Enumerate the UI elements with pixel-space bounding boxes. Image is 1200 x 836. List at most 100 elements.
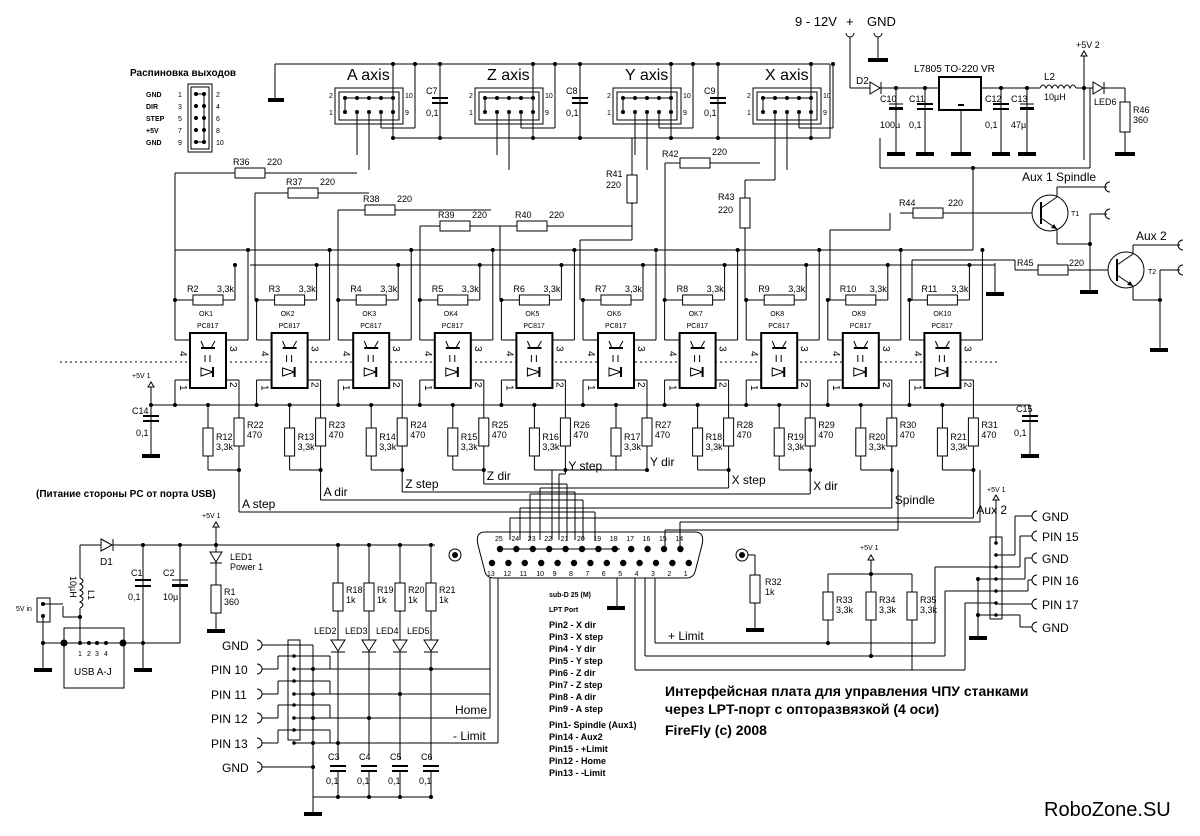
db25-pin-label: 18: [610, 536, 618, 543]
db25-pin-label: 17: [626, 536, 634, 543]
pulldown-resistor: [447, 427, 459, 457]
right-rail-label: +5V 1: [860, 545, 879, 552]
terminal-icon[interactable]: [1031, 552, 1038, 564]
led6-icon: [1092, 81, 1104, 95]
terminal-icon[interactable]: [256, 737, 263, 749]
series-input-ref: R23: [329, 420, 346, 430]
pin-2-label: 2: [607, 93, 611, 100]
pulldown-resistor: [610, 427, 622, 457]
pin4-label: 4: [911, 351, 922, 357]
t1-label: T1: [1071, 211, 1079, 218]
pulldown-resistor: [773, 427, 785, 457]
pulldown-resistor: [202, 427, 214, 457]
pullup-value: 3,3k: [707, 284, 725, 294]
usb-power-caption: (Питание стороны PC от порта USB): [36, 489, 216, 500]
terminal-icon[interactable]: [256, 688, 263, 700]
pin-10-label: 10: [405, 93, 413, 100]
connector-label: GND: [1042, 621, 1069, 635]
db25-pin-label: 6: [602, 571, 606, 578]
db25-pin-label: 12: [503, 571, 511, 578]
connector-label: GND: [1042, 510, 1069, 524]
title-line1: Интерфейсная плата для управления ЧПУ ст…: [665, 683, 1029, 699]
db25-pin-label: 23: [528, 536, 536, 543]
pin-2-label: 2: [747, 93, 751, 100]
input-voltage-label: 9 - 12V: [795, 14, 837, 29]
l2-ref: L2: [1044, 72, 1056, 83]
pullup-ref: R6: [513, 284, 525, 294]
pulldown-ref: R21: [950, 432, 967, 442]
pc817-icon: [352, 332, 391, 389]
signal-label: Spindle: [895, 493, 935, 507]
pin3-label: 3: [472, 346, 483, 352]
r46-ref: R46: [1133, 105, 1150, 115]
signal-label: Aux 2: [976, 503, 1007, 517]
db25-pin-label: 3: [651, 571, 655, 578]
terminal-icon[interactable]: [1031, 598, 1038, 610]
aux2-label: Aux 2: [1136, 229, 1167, 243]
r1-ref: R1: [224, 587, 236, 597]
aux-outputs: Aux 1 Spindle Aux 2 T1 R44 220 T2: [829, 170, 1184, 352]
series-input-resistor: [315, 417, 327, 447]
pulldown-ref: R15: [461, 432, 478, 442]
c2-value: 10µ: [163, 592, 178, 602]
led-cap-value: 0,1: [419, 776, 432, 786]
ground-symbol: [268, 98, 284, 102]
regulator-cap-ref: C11: [909, 94, 925, 104]
pin2-label: 2: [309, 382, 320, 388]
r42-icon: [679, 157, 711, 169]
aux1-label: Aux 1 Spindle: [1022, 170, 1096, 184]
signal-label: Z dir: [487, 469, 511, 483]
pin3-label: 3: [798, 346, 809, 352]
input-header: [287, 639, 301, 741]
terminal-icon[interactable]: [256, 663, 263, 675]
ok-ref: OK4: [444, 311, 458, 318]
axis-cap-ref: C7: [426, 86, 438, 96]
led1-icon: [209, 551, 223, 563]
usb-power-section: (Питание стороны PC от порта USB) D1 L1 …: [16, 489, 435, 689]
terminal-icon[interactable]: [1031, 574, 1038, 586]
l1-value: 10µH: [68, 576, 78, 598]
series-input-value: 470: [981, 430, 996, 440]
db25-pin-label: 24: [511, 536, 519, 543]
signal-label: X step: [732, 473, 766, 487]
series-input-ref: R24: [410, 420, 427, 430]
pin1-label: 1: [667, 385, 678, 391]
pin2-label: 2: [635, 382, 646, 388]
pulldown-value: 3,3k: [706, 442, 724, 452]
pullup-ref: R8: [677, 284, 689, 294]
r41-ref: R41: [606, 169, 623, 179]
pulldown-ref: R13: [298, 432, 315, 442]
led-cap-ref: C6: [421, 752, 433, 762]
series-input-resistor: [559, 417, 571, 447]
terminal-icon[interactable]: [1031, 621, 1038, 633]
regulator-cap-ref: C12: [985, 94, 1002, 104]
terminal-icon[interactable]: [256, 639, 263, 651]
terminal-icon[interactable]: [256, 761, 263, 773]
pc817-icon: [515, 332, 554, 389]
input-gnd-terminal: [873, 32, 883, 38]
series-input-resistor: [967, 417, 979, 447]
series-resistor-value: 220: [320, 177, 335, 187]
connector-label: PIN 11: [211, 688, 247, 702]
terminal-icon[interactable]: [256, 712, 263, 724]
pullup-resistor: [763, 294, 795, 306]
c2-ref: C2: [163, 568, 175, 578]
series-resistor-value: 220: [397, 194, 412, 204]
pulldown-value: 3,3k: [461, 442, 479, 452]
pin-map-entry: Pin1- Spindle (Aux1): [549, 720, 637, 730]
inductor-l1-icon: [78, 577, 84, 609]
terminal-icon[interactable]: [1031, 510, 1038, 522]
pulldown-ref: R20: [869, 432, 886, 442]
plus-limit-label: + Limit: [668, 629, 704, 643]
ok-ref: OK8: [770, 311, 784, 318]
led-label: LED4: [376, 626, 399, 636]
series-input-value: 470: [655, 430, 670, 440]
aux1-terminal-b: [1104, 208, 1111, 220]
terminal-icon[interactable]: [1031, 530, 1038, 542]
